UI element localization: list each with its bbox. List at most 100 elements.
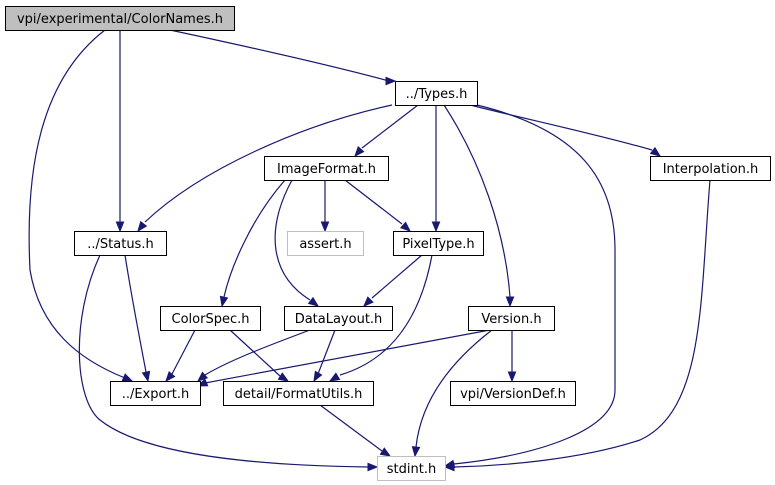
node-status[interactable]: ../Status.h xyxy=(74,231,167,256)
arrow-head-icon xyxy=(320,221,330,233)
edge-line xyxy=(204,329,491,384)
graph-edges xyxy=(28,29,711,472)
edge-types-to-pixel-type xyxy=(431,105,441,233)
arrow-head-icon xyxy=(313,370,323,383)
edge-line xyxy=(319,404,383,452)
arrow-head-icon xyxy=(354,145,365,158)
edge-status-to-stdint xyxy=(78,254,379,472)
node-label: Version.h xyxy=(481,312,541,327)
node-label: assert.h xyxy=(299,237,351,252)
node-interpolation[interactable]: Interpolation.h xyxy=(650,156,771,181)
arrow-head-icon xyxy=(505,296,515,308)
edge-image-format-to-color-spec xyxy=(219,179,286,308)
node-data-layout[interactable]: DataLayout.h xyxy=(284,306,393,331)
node-box xyxy=(450,381,576,406)
edge-pixel-type-to-data-layout xyxy=(363,254,423,307)
node-pixel-type[interactable]: PixelType.h xyxy=(393,231,484,256)
edge-line xyxy=(144,104,393,223)
edge-types-to-image-format xyxy=(354,104,419,158)
edge-data-layout-to-export xyxy=(196,329,311,382)
arrow-head-icon xyxy=(443,462,455,472)
arrow-head-icon xyxy=(385,76,397,86)
node-label: ImageFormat.h xyxy=(277,162,376,177)
arrow-head-icon xyxy=(507,371,517,383)
edge-color-names-to-types xyxy=(169,29,397,86)
node-color-names[interactable]: vpi/experimental/ColorNames.h xyxy=(5,6,235,31)
edge-image-format-to-data-layout xyxy=(274,179,320,307)
edge-line xyxy=(371,254,423,299)
edge-line xyxy=(443,104,511,298)
node-assert[interactable]: assert.h xyxy=(287,231,364,256)
node-label: ColorSpec.h xyxy=(172,312,250,327)
edge-line xyxy=(469,104,653,151)
node-label: stdint.h xyxy=(387,462,436,477)
arrow-head-icon xyxy=(141,370,151,383)
arrow-head-icon xyxy=(219,295,229,308)
node-box xyxy=(393,231,484,256)
arrow-head-icon xyxy=(328,372,341,382)
node-box xyxy=(264,156,389,181)
edge-types-to-stdint xyxy=(443,104,616,469)
node-export[interactable]: ../Export.h xyxy=(110,381,201,406)
edge-format-utils-to-stdint xyxy=(319,404,392,457)
node-stdint[interactable]: stdint.h xyxy=(377,456,446,481)
edge-version-to-version-def xyxy=(507,330,517,383)
arrow-head-icon xyxy=(379,447,392,457)
node-box xyxy=(284,306,393,331)
edge-line xyxy=(415,329,493,448)
arrow-head-icon xyxy=(115,221,125,233)
arrow-head-icon xyxy=(196,371,209,382)
edge-image-format-to-assert xyxy=(320,180,330,233)
node-format-utils[interactable]: detail/FormatUtils.h xyxy=(223,381,374,406)
node-label: PixelType.h xyxy=(402,237,474,252)
node-label: detail/FormatUtils.h xyxy=(235,387,363,402)
edge-version-to-export xyxy=(196,329,491,387)
node-box xyxy=(110,381,201,406)
edge-data-layout-to-format-utils xyxy=(313,329,336,383)
node-label: ../Types.h xyxy=(406,87,468,102)
arrow-head-icon xyxy=(411,446,421,458)
edge-line xyxy=(171,329,196,375)
node-version[interactable]: Version.h xyxy=(468,306,555,331)
arrow-head-icon xyxy=(431,221,441,233)
edge-line xyxy=(169,29,390,82)
edge-line xyxy=(124,254,147,373)
edge-line xyxy=(204,329,311,376)
edge-types-to-interpolation xyxy=(469,104,662,157)
edge-line xyxy=(274,179,311,301)
node-color-spec[interactable]: ColorSpec.h xyxy=(160,306,261,331)
node-box xyxy=(223,381,374,406)
node-version-def[interactable]: vpi/VersionDef.h xyxy=(450,381,576,406)
arrow-head-icon xyxy=(399,221,412,232)
edge-color-names-to-status xyxy=(115,30,125,233)
edge-interpolation-to-stdint xyxy=(443,179,711,472)
edge-line xyxy=(28,29,126,379)
edge-line xyxy=(223,179,286,298)
node-box xyxy=(5,6,235,31)
edge-line xyxy=(361,104,419,149)
edge-line xyxy=(453,179,711,468)
node-label: Interpolation.h xyxy=(663,162,759,177)
arrow-head-icon xyxy=(363,296,374,307)
graph-nodes: vpi/experimental/ColorNames.h ../Types.hI… xyxy=(5,6,771,481)
arrow-head-icon xyxy=(277,372,290,382)
arrow-head-icon xyxy=(165,370,176,383)
arrow-head-icon xyxy=(307,296,320,307)
node-label: DataLayout.h xyxy=(295,312,383,327)
node-box xyxy=(160,306,261,331)
node-box xyxy=(377,456,446,481)
node-types[interactable]: ../Types.h xyxy=(395,81,478,106)
arrow-head-icon xyxy=(137,220,148,233)
edge-pixel-type-to-format-utils xyxy=(328,254,433,382)
edge-line xyxy=(317,329,336,375)
edge-line xyxy=(339,254,433,376)
arrow-head-icon xyxy=(121,373,134,382)
edge-status-to-export xyxy=(124,254,151,383)
edge-line xyxy=(229,329,281,377)
edge-types-to-version xyxy=(443,104,515,308)
node-image-format[interactable]: ImageFormat.h xyxy=(264,156,389,181)
node-label: ../Status.h xyxy=(87,237,153,252)
edge-image-format-to-pixel-type xyxy=(344,179,412,232)
edge-version-to-stdint xyxy=(411,329,493,458)
